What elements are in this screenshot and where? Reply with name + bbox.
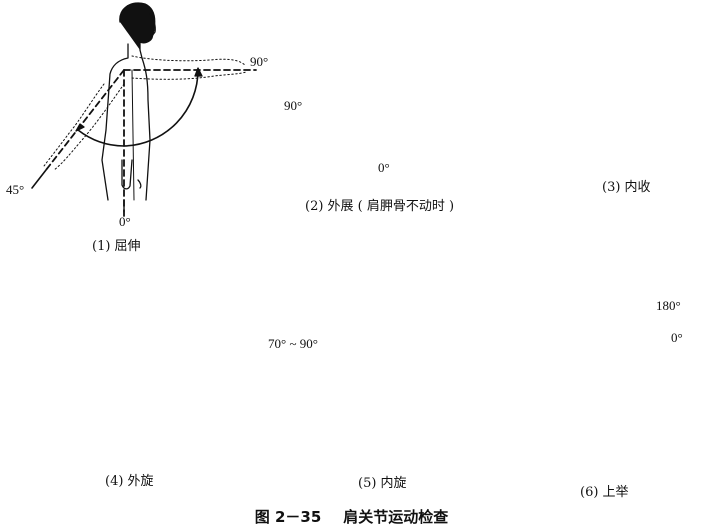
panel-1-label: (1) 屈伸 <box>92 239 141 254</box>
panel-3-label: (3) 内收 <box>602 180 651 195</box>
panel-6-angle-180: 180° <box>656 298 681 313</box>
panel-5-label: (5) 内旋 <box>358 476 407 491</box>
panel-1-angle-45: 45° <box>6 182 25 197</box>
panel-1-angle-90: 90° <box>250 54 269 69</box>
figure-title: 肩关节运动检查 <box>343 508 449 526</box>
panel-5-angle-range: 70° ~ 90° <box>268 336 318 351</box>
figure-number: 图 2－35 <box>254 508 322 526</box>
panel-4-label: (4) 外旋 <box>105 474 154 489</box>
panel-1-angle-0: 0° <box>119 214 131 229</box>
panel-1-flexion-extension-illustration <box>31 2 257 221</box>
figure-caption: 图 2－35 肩关节运动检查 <box>0 506 703 527</box>
panel-2-angle-90: 90° <box>284 98 303 113</box>
panel-6-label: (6) 上举 <box>580 485 629 500</box>
panel-2-label: (2) 外展 ( 肩胛骨不动时 ) <box>305 199 455 214</box>
panel-2-angle-0: 0° <box>378 160 390 175</box>
panel-6-angle-0: 0° <box>671 330 683 345</box>
